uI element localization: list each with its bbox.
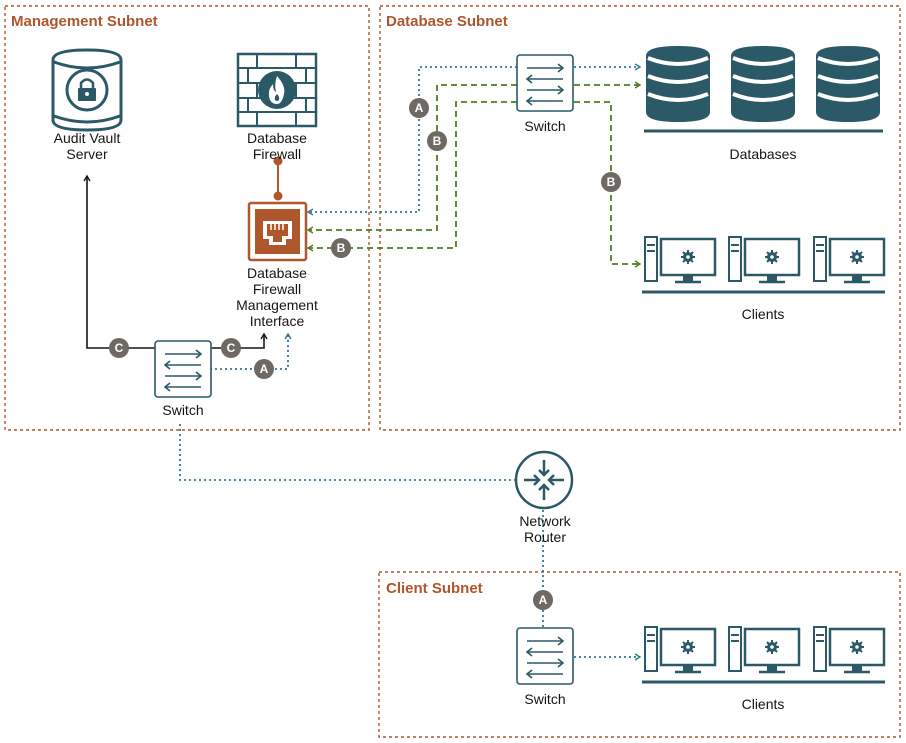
databases-group[interactable]: Databases (644, 44, 883, 162)
router-label-line1: Network (519, 513, 571, 529)
path-b-db-switch-to-clients (574, 101, 642, 268)
firewall-connector-dot-bottom (273, 191, 283, 201)
audit-vault-label-line1: Audit Vault (54, 130, 121, 146)
firewall-management-interface[interactable]: Database Firewall Management Interface (236, 201, 318, 329)
badge-a-client: A (533, 590, 553, 610)
databases-label: Databases (730, 146, 797, 162)
svg-text:C: C (115, 341, 124, 355)
fw-mgmt-label-line3: Management (236, 297, 318, 313)
client-computer-icon (812, 625, 886, 674)
svg-text:C: C (227, 341, 236, 355)
firewall-icon (236, 52, 318, 128)
svg-text:B: B (433, 134, 442, 148)
badge-a-mgmt: A (254, 359, 274, 379)
fw-mgmt-label-line4: Interface (250, 313, 305, 329)
database-switch[interactable]: Switch (516, 54, 574, 134)
path-b-db-switch-to-fw-1 (306, 84, 517, 234)
audit-vault-server[interactable]: Audit Vault Server (51, 48, 123, 162)
path-a-db-switch-to-fw (306, 66, 517, 216)
client-subnet-zone: Client Subnet (378, 571, 901, 738)
database-clients-group[interactable]: Clients (642, 235, 886, 322)
switch-icon (516, 627, 574, 685)
database-subnet-zone: Database Subnet (379, 5, 901, 431)
router-icon (514, 450, 574, 510)
svg-text:A: A (415, 101, 424, 115)
database-icon (644, 44, 712, 124)
badge-c-mgmt: C (221, 338, 241, 358)
database-lock-icon (51, 48, 123, 132)
client-computer-icon (812, 235, 886, 284)
client-computer-icon (643, 625, 717, 674)
badge-b-db: B (427, 131, 447, 151)
client-switch[interactable]: Switch (516, 627, 574, 707)
svg-text:B: B (337, 241, 346, 255)
database-subnet-title: Database Subnet (386, 13, 508, 30)
client-switch-label: Switch (524, 691, 565, 707)
svg-text:A: A (539, 593, 548, 607)
management-subnet-title: Management Subnet (11, 13, 158, 30)
fw-mgmt-label-line1: Database (247, 265, 307, 281)
path-a-mgmt-switch-to-fw (210, 332, 292, 370)
connections (83, 63, 642, 661)
db-firewall-label-line1: Database (247, 130, 307, 146)
client-clients-group[interactable]: Clients (642, 625, 886, 712)
management-switch[interactable]: Switch (154, 340, 212, 418)
badge-b-fw: B (331, 238, 351, 258)
network-port-icon (247, 201, 308, 262)
db-firewall-label-line2: Firewall (253, 146, 301, 162)
client-subnet-title: Client Subnet (386, 580, 483, 597)
client-computer-icon (643, 235, 717, 284)
db-switch-label: Switch (524, 118, 565, 134)
audit-vault-label-line2: Server (66, 146, 108, 162)
db-clients-label: Clients (742, 306, 785, 322)
router-label-line2: Router (524, 529, 566, 545)
mgmt-switch-label: Switch (162, 402, 203, 418)
client-computer-icon (727, 625, 801, 674)
svg-text:A: A (260, 362, 269, 376)
database-icon (814, 44, 882, 124)
network-router[interactable]: Network Router (514, 450, 574, 545)
client-computer-icon (727, 235, 801, 284)
badge-a-db: A (409, 98, 429, 118)
path-b-db-switch-to-fw-2 (306, 101, 517, 252)
client-clients-label: Clients (742, 696, 785, 712)
switch-icon (154, 340, 212, 398)
path-c-to-audit-vault (83, 174, 155, 349)
firewall-connector-dot-top (273, 156, 283, 166)
switch-icon (516, 54, 574, 112)
svg-text:B: B (607, 175, 616, 189)
database-firewall[interactable]: Database Firewall (236, 52, 318, 162)
badge-b-clients: B (601, 172, 621, 192)
path-a-router-to-mgmt-switch (179, 422, 516, 481)
badge-c-audit: C (109, 338, 129, 358)
database-icon (729, 44, 797, 124)
management-subnet-zone: Management Subnet (4, 5, 370, 431)
fw-mgmt-label-line2: Firewall (253, 281, 301, 297)
